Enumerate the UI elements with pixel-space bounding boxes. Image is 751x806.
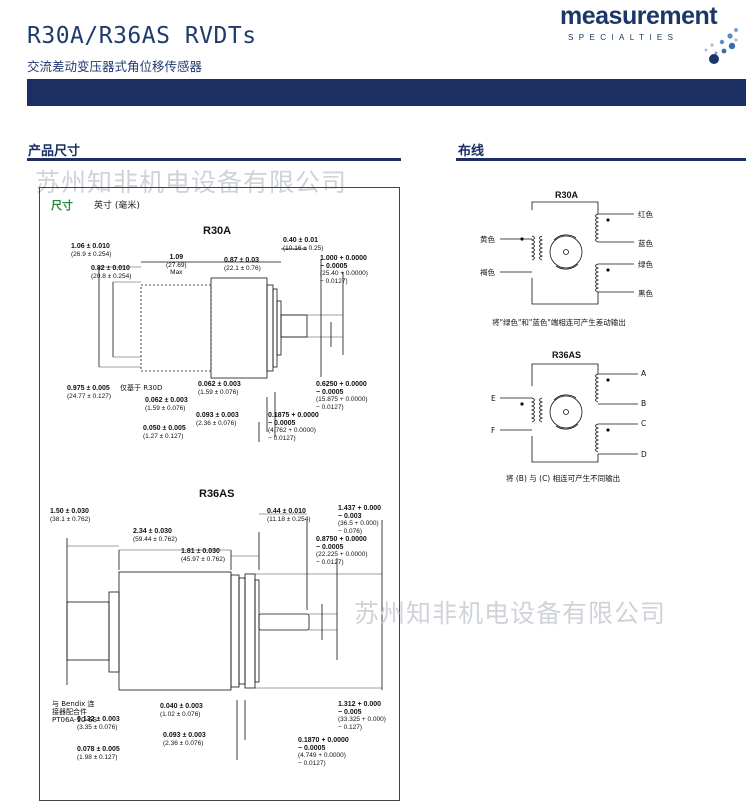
panel-units: 英寸 (毫米) [94, 201, 140, 211]
r30a-dim-5: 0.40 ± 0.01(10.16 ± 0.25) [283, 237, 324, 252]
r30a-drawing [98, 248, 344, 442]
r36as-connector-note: 与 Bendix 连 接器配合件 PT06A-10-6S [52, 700, 97, 724]
r30a-dim-3: 1.09(27.69)Max [166, 254, 187, 276]
wiring-r36as-right1: A [641, 369, 647, 378]
wiring-r36as-title: R36AS [552, 350, 582, 360]
wiring-r30a-right1: 红色 [638, 210, 653, 219]
logo-tagline: SPECIALTIES [568, 33, 679, 42]
r36as-dim-11: 1.312 + 0.000− 0.005(33.325 + 0.000)− 0.… [338, 701, 386, 731]
wiring-r30a-left2: 褐色 [480, 268, 495, 277]
wiring-r36as-left1: E [491, 394, 496, 403]
wiring-r30a-title: R30A [555, 190, 579, 200]
wiring-r30a-right4: 黑色 [638, 289, 653, 298]
section-heading-wiring: 布线 [458, 144, 485, 159]
r36as-dim-10: 0.078 ± 0.005(1.98 ± 0.127) [77, 746, 120, 761]
watermark-bottom: 苏州知非机电设备有限公司 [354, 599, 667, 628]
r30a-dim-8: 0.062 ± 0.003(1.59 ± 0.076) [198, 381, 241, 396]
r36as-dim-8: 0.132 ± 0.003(3.35 ± 0.076) [77, 716, 120, 731]
wiring-r30a-caption: 将"绿色"和"蓝色"端相连可产生差动输出 [492, 318, 626, 327]
wiring-r30a-left1: 黄色 [480, 235, 495, 244]
page-title: R30A/R36AS RVDTs [27, 23, 257, 49]
r36as-dim-6: 0.8750 + 0.0000− 0.0005(22.225 + 0.0000)… [316, 536, 368, 566]
r36as-dim-9: 0.093 ± 0.003(2.36 ± 0.076) [163, 732, 206, 747]
r30a-dim-13: 0.050 ± 0.005(1.27 ± 0.127) [143, 425, 186, 440]
wiring-r30a-right2: 蓝色 [638, 239, 653, 248]
dimensions-panel [39, 187, 400, 801]
r30a-dim-9: 0.062 ± 0.003(1.59 ± 0.076) [145, 397, 188, 412]
r30a-drawing-title: R30A [203, 225, 232, 237]
r30a-dim-12: 0.1875 + 0.0000− 0.0005(4.762 + 0.0000)−… [268, 412, 319, 442]
r36as-dim-7: 0.040 ± 0.003(1.02 ± 0.076) [160, 703, 203, 718]
r36as-dim-12: 0.1870 + 0.0000− 0.0005(4.749 + 0.0000)−… [298, 737, 349, 767]
wiring-r30a-right3: 绿色 [638, 260, 653, 269]
section-rule-left [27, 158, 401, 161]
wiring-r36as-caption: 将 (B) 与 (C) 相连可产生不同输出 [506, 474, 621, 483]
wiring-r36as-right3: C [641, 419, 647, 428]
wiring-r36as-right2: B [641, 399, 647, 408]
r30a-dim-6: 1.000 + 0.0000− 0.0005(25.40 + 0.0000)− … [320, 255, 368, 285]
r36as-dim-2: 2.34 ± 0.030(59.44 ± 0.762) [133, 528, 178, 543]
wiring-r36as-diagram [500, 363, 638, 463]
logo-wordmark: measurement [560, 2, 718, 30]
r30a-dim-4: 0.87 ± 0.03(22.1 ± 0.76) [224, 257, 261, 272]
section-heading-dimensions: 产品尺寸 [28, 144, 81, 159]
wiring-r30a-diagram [500, 201, 634, 305]
r36as-dim-5: 1.437 + 0.000− 0.003(36.5 + 0.000)− 0.07… [338, 505, 382, 535]
r30a-dim-2: 0.82 ± 0.010(20.8 ± 0.254) [91, 265, 132, 280]
r30a-dim-11: 0.6250 + 0.0000− 0.0005(15.875 + 0.0000)… [316, 381, 368, 411]
header-bar [27, 79, 746, 106]
r36as-drawing [66, 513, 383, 760]
r36as-dim-4: 0.44 ± 0.010(11.18 ± 0.254) [267, 508, 311, 523]
r36as-dim-3: 1.81 ± 0.030(45.97 ± 0.762) [181, 548, 226, 563]
r30a-dim-1: 1.06 ± 0.010(26.9 ± 0.254) [71, 243, 112, 258]
wiring-r36as-right4: D [641, 450, 647, 459]
r36as-drawing-title: R36AS [199, 488, 235, 500]
page-subtitle: 交流差动变压器式角位移传感器 [27, 59, 203, 74]
r30a-dim-7: 0.975 ± 0.005(24.77 ± 0.127) [67, 385, 112, 400]
panel-title: 尺寸 [51, 199, 73, 212]
wiring-r36as-left2: F [491, 426, 496, 435]
r30a-note: 仅基于 R30D [120, 384, 163, 392]
logo-dots-icon [704, 28, 738, 64]
section-rule-right [456, 158, 746, 161]
r36as-dim-1: 1.50 ± 0.030(38.1 ± 0.762) [50, 508, 91, 523]
r30a-dim-10: 0.093 ± 0.003(2.36 ± 0.076) [196, 412, 239, 427]
